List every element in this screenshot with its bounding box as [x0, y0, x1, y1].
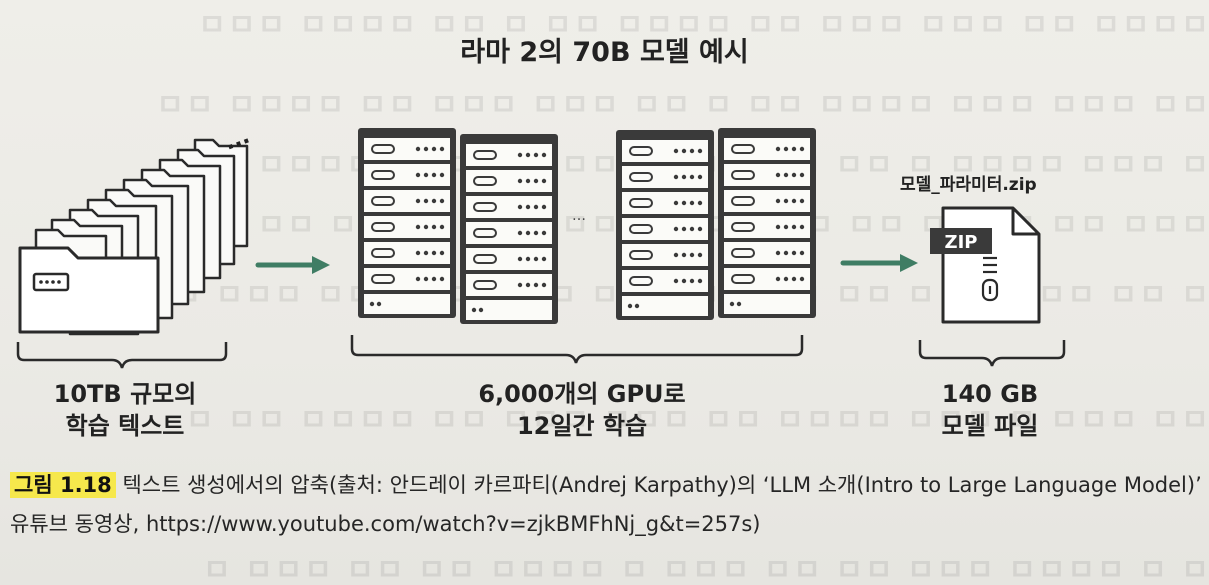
left-label: 10TB 규모의 학습 텍스트 [20, 378, 230, 442]
figure-caption: 그림 1.18 텍스트 생성에서의 압축(출처: 안드레이 카르파티(Andre… [10, 466, 1205, 544]
server-rack-icon [615, 129, 715, 321]
zip-file-icon [930, 206, 1041, 324]
center-label-line1: 6,000개의 GPU로 [478, 380, 686, 408]
rack-ellipsis: … [572, 208, 586, 224]
arrow-right-icon [255, 256, 330, 274]
center-brace [350, 335, 804, 364]
bleed-through-text: ㅁ ㅁ ㅁㅁㅁㅁ ㅁㅁㅁ ㅁㅁ ㅁㅁ ㅁㅁㅁ ㅁ ㅁㅁㅁㅁ ㅁㅁ ㅁㅁ ㅁㅁㅁ … [201, 553, 1209, 585]
figure-number: 그림 1.18 [10, 472, 116, 498]
right-brace [918, 340, 1066, 367]
figure-title: 라마 2의 70B 모델 예시 [460, 37, 749, 68]
zip-badge-text: ZIP [945, 232, 978, 253]
server-rack-icon [459, 133, 559, 325]
server-rack-icon [717, 127, 817, 319]
center-label-line2: 12일간 학습 [516, 412, 648, 440]
right-label-line1: 140 GB [941, 380, 1039, 408]
zip-filename: 모델_파라미터.zip [900, 175, 1037, 195]
right-label-line2: 모델 파일 [941, 412, 1039, 440]
caption-text: 텍스트 생성에서의 압축(출처: 안드레이 카르파티(Andrej Karpat… [10, 473, 1202, 536]
server-rack-icon [357, 127, 457, 319]
folder-stack-icon [18, 138, 249, 336]
left-label-line1: 10TB 규모의 [53, 380, 197, 408]
left-brace [16, 342, 228, 369]
left-label-line2: 학습 텍스트 [65, 412, 185, 440]
figure-illustration: ... [16, 124, 1066, 369]
center-label: 6,000개의 GPU로 12일간 학습 [452, 378, 712, 442]
right-label: 140 GB 모델 파일 [900, 378, 1080, 442]
arrow-right-icon [840, 254, 918, 272]
